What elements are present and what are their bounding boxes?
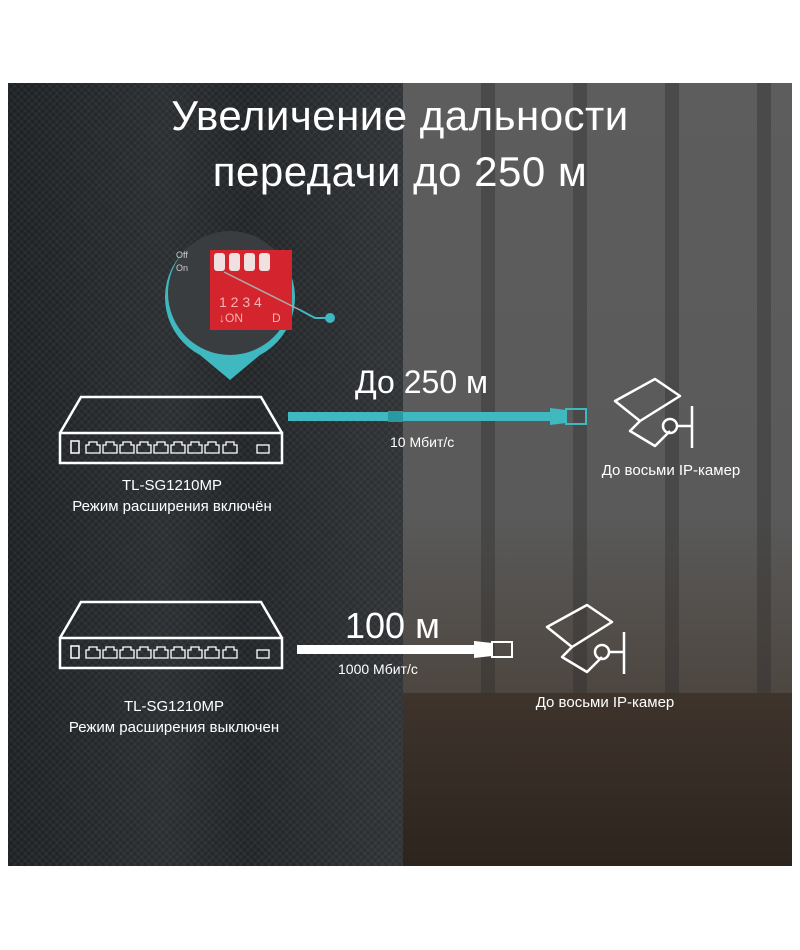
standard-model: TL-SG1210MP <box>123 698 225 715</box>
dip-extra: D <box>272 311 281 325</box>
headline-line1: Увеличение дальности <box>171 92 629 139</box>
headline-line2: передачи до 250 м <box>212 148 588 195</box>
extended-mode: Режим расширения включён <box>72 498 272 515</box>
standard-speed: 1000 Мбит/с <box>338 661 418 677</box>
server-rack-background <box>8 83 403 866</box>
standard-cable <box>297 641 513 658</box>
lobby-background <box>403 693 792 866</box>
extended-cable <box>288 408 587 425</box>
extended-distance: До 250 м <box>355 364 488 400</box>
ip-camera-icon <box>545 603 626 674</box>
ip-camera-icon <box>613 377 694 448</box>
extended-speed: 10 Мбит/с <box>390 434 455 450</box>
standard-cameras: До восьми IP-камер <box>535 694 675 711</box>
banner-image <box>8 83 792 866</box>
standard-distance: 100 м <box>345 605 440 646</box>
switch-icon <box>58 600 284 670</box>
extended-cameras: До восьми IP-камер <box>601 462 741 479</box>
extended-model: TL-SG1210MP <box>121 477 223 494</box>
dip-on-label: On <box>176 263 189 273</box>
dip-off-label: Off <box>176 250 188 260</box>
switch-icon <box>58 395 284 465</box>
dip-numbers: 1 2 3 4 <box>219 294 262 310</box>
dip-on-marker: ↓ON <box>219 311 243 325</box>
standard-mode: Режим расширения выключен <box>68 719 280 736</box>
